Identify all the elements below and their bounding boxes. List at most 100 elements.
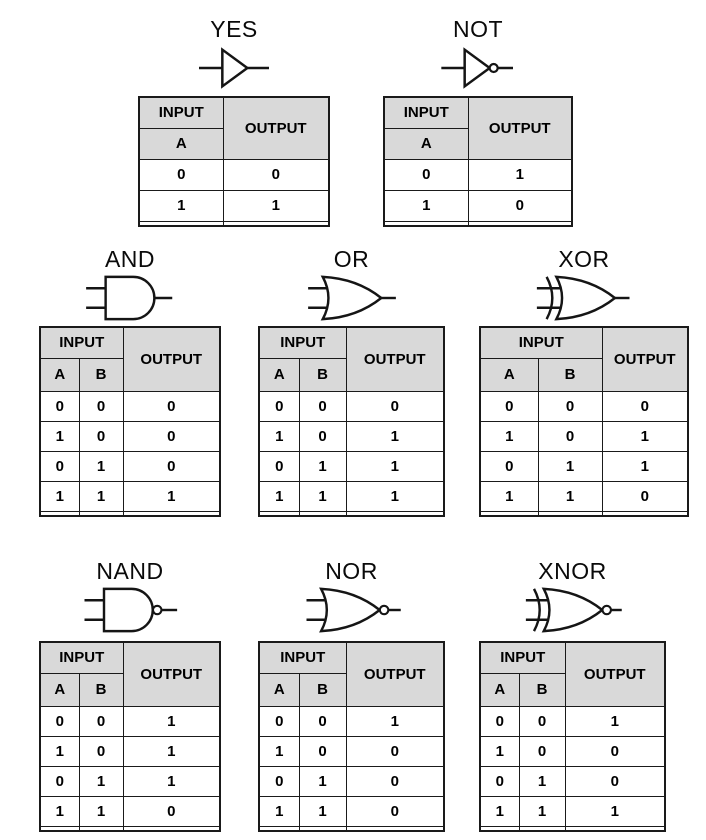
truth-table-nand: INPUT OUTPUT A B 0 0 1 1 0 1 0 1 1 — [39, 641, 221, 832]
table-row: INPUT OUTPUT — [39, 326, 221, 392]
gate-title-nor: NOR — [325, 558, 378, 584]
table-row: 1 1 0 — [479, 480, 689, 512]
output-header: OUTPUT — [222, 96, 330, 160]
table-row: 1 1 1 — [479, 795, 666, 827]
truth-cell: 0 — [138, 158, 224, 191]
truth-cell: 1 — [601, 450, 689, 482]
truth-cell: 1 — [122, 480, 221, 512]
table-row: A — [383, 127, 572, 160]
col-a-header: A — [39, 672, 80, 707]
truth-cell: 1 — [122, 735, 221, 767]
and-gate-icon — [86, 275, 173, 321]
truth-cell: 1 — [298, 480, 347, 512]
col-b-header: B — [298, 672, 347, 707]
table-row: 0 1 0 — [479, 765, 666, 797]
table-row: A — [138, 127, 329, 160]
truth-cell: 0 — [518, 705, 566, 737]
spacer-cell — [78, 510, 124, 517]
truth-cell: 0 — [258, 765, 300, 797]
table-row: 0 0 1 — [479, 705, 666, 737]
table-row: INPUT OUTPUT — [258, 641, 445, 707]
truth-cell: 1 — [78, 480, 124, 512]
gate-block-not: NOT INPUT OUTPUT A 0 1 1 — [383, 16, 573, 227]
truth-cell: 1 — [537, 450, 603, 482]
spacer-cell — [383, 220, 469, 227]
input-header: INPUT — [39, 326, 124, 359]
gate-symbol-wrap — [478, 272, 690, 324]
truth-cell: 1 — [222, 189, 330, 222]
spacer-row — [258, 510, 445, 517]
table-row: 1 1 1 — [258, 480, 445, 512]
gate-symbol-wrap — [38, 584, 222, 636]
table-row: A B — [39, 357, 220, 392]
table-row: 1 1 1 — [39, 480, 221, 512]
table-row: INPUT OUTPUT — [138, 96, 330, 160]
col-b-header: B — [298, 357, 347, 392]
output-header: OUTPUT — [122, 326, 221, 392]
table-row: 1 1 — [138, 189, 330, 222]
table-row: A B — [258, 357, 444, 392]
table-row: 0 0 0 — [258, 390, 445, 422]
truth-cell: 0 — [39, 765, 80, 797]
table-row: 0 1 — [383, 158, 573, 191]
gate-block-xnor: XNOR INPUT OUTPUT A B 0 0 1 — [478, 558, 667, 832]
spacer-row — [39, 510, 221, 517]
truth-cell: 0 — [78, 735, 124, 767]
output-header: OUTPUT — [601, 326, 689, 392]
truth-cell: 1 — [258, 735, 300, 767]
gate-symbol-wrap — [38, 272, 222, 324]
xor-gate-icon — [536, 275, 630, 321]
truth-cell: 0 — [78, 705, 124, 737]
spacer-cell — [537, 510, 603, 517]
spacer-row — [138, 220, 330, 227]
spacer-cell — [298, 510, 347, 517]
table-row: 0 0 — [138, 158, 330, 191]
gate-title-yes: YES — [210, 16, 258, 42]
spacer-cell — [222, 220, 330, 227]
output-header: OUTPUT — [122, 641, 221, 707]
truth-cell: 1 — [345, 705, 445, 737]
gate-block-xor: XOR INPUT OUTPUT A B 0 0 0 — [478, 246, 690, 517]
spacer-cell — [467, 220, 573, 227]
truth-cell: 0 — [258, 390, 300, 422]
truth-cell: 0 — [467, 189, 573, 222]
input-header: INPUT — [479, 326, 603, 359]
truth-cell: 1 — [298, 795, 347, 827]
table-row: A B — [479, 357, 688, 392]
truth-cell: 1 — [518, 795, 566, 827]
truth-cell: 1 — [78, 450, 124, 482]
col-a-header: A — [258, 357, 300, 392]
truth-cell: 1 — [258, 795, 300, 827]
truth-cell: 1 — [383, 189, 469, 222]
truth-cell: 0 — [78, 420, 124, 452]
truth-cell: 0 — [537, 390, 603, 422]
table-row: 0 1 1 — [258, 450, 445, 482]
spacer-cell — [138, 220, 224, 227]
truth-cell: 1 — [39, 735, 80, 767]
truth-cell: 1 — [518, 765, 566, 797]
truth-cell: 0 — [518, 735, 566, 767]
input-header: INPUT — [258, 641, 347, 674]
truth-cell: 1 — [39, 420, 80, 452]
table-row: 1 0 1 — [258, 420, 445, 452]
input-header: INPUT — [138, 96, 224, 129]
spacer-cell — [78, 825, 124, 832]
truth-table-and: INPUT OUTPUT A B 0 0 0 1 0 0 0 1 0 — [39, 326, 221, 517]
table-row: 0 1 0 — [258, 765, 445, 797]
spacer-row — [479, 510, 689, 517]
spacer-row — [383, 220, 573, 227]
table-row: 0 1 1 — [479, 450, 689, 482]
spacer-row — [39, 825, 221, 832]
gate-symbol-wrap — [257, 272, 446, 324]
col-b-header: B — [78, 672, 124, 707]
spacer-cell — [345, 510, 445, 517]
spacer-cell — [258, 825, 300, 832]
truth-cell: 1 — [122, 705, 221, 737]
table-row: 1 1 0 — [39, 795, 221, 827]
truth-cell: 1 — [601, 420, 689, 452]
table-row: INPUT OUTPUT — [479, 326, 689, 392]
col-a-header: A — [479, 672, 520, 707]
truth-cell: 0 — [345, 795, 445, 827]
table-row: 0 0 1 — [258, 705, 445, 737]
truth-table-xor: INPUT OUTPUT A B 0 0 0 1 0 1 0 1 1 — [479, 326, 689, 517]
